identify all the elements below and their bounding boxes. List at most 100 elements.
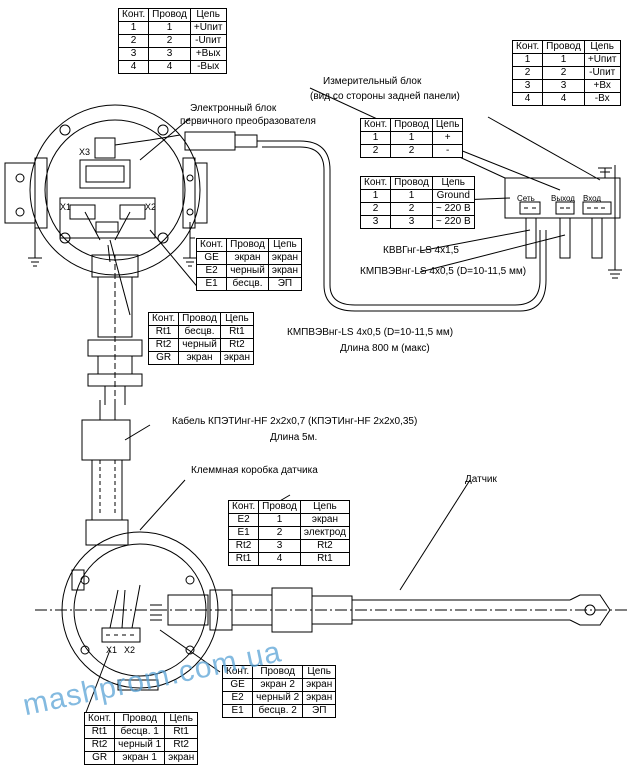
table-cell: 2 — [117, 34, 150, 48]
table-cell: -Uпит — [189, 34, 227, 48]
table-header-cell: Цепь — [583, 40, 621, 54]
table-cell: Rt2 — [227, 539, 260, 553]
x2-label-bottom: X2 — [124, 645, 136, 655]
table-header-cell: Цепь — [219, 312, 254, 326]
table-cell: бесцв. — [226, 277, 269, 291]
table-cell: Rt1 — [299, 552, 350, 566]
table-cell: 3 — [117, 47, 150, 61]
table-cell: 3 — [258, 539, 301, 553]
table-header-cell: Провод — [148, 8, 191, 22]
table-cell: бесцв. 2 — [252, 704, 304, 718]
table-cell: экран 1 — [114, 751, 166, 765]
table-cell: - — [431, 144, 464, 158]
table-cell: -Uпит — [583, 66, 621, 80]
table-cell: E1 — [195, 277, 228, 291]
table-header-cell: Цепь — [267, 238, 302, 252]
table-header-cell: Провод — [226, 238, 269, 252]
table-cell: 4 — [542, 92, 585, 106]
vyhod-label: Выход — [551, 194, 575, 203]
table-cell: ~ 220 В — [431, 202, 475, 216]
table-cell: бесцв. 1 — [114, 725, 166, 739]
table-header-cell: Конт. — [359, 118, 392, 132]
table-header-cell: Цепь — [164, 712, 199, 726]
table-cell: 4 — [258, 552, 301, 566]
table-header-cell: Конт. — [511, 40, 544, 54]
meas-block-title: Измерительный блок — [323, 76, 422, 87]
kmpvevng-short-label: КМПВЭВнг-LS 4х0,5 (D=10-11,5 мм) — [360, 266, 527, 277]
x1-label-bottom: X1 — [106, 645, 118, 655]
table-cell: 1 — [117, 21, 150, 35]
table-cell: экран — [267, 264, 302, 278]
electronic-block-label-1: Электронный блок — [190, 103, 277, 114]
table-cell: GR — [83, 751, 116, 765]
table-cell: 2 — [258, 526, 301, 540]
table-cell: экран — [178, 351, 221, 365]
table-cell: ЭП — [302, 704, 337, 718]
table-cell: +Вых — [189, 47, 227, 61]
vhod-label: Вход — [583, 194, 602, 203]
table-header-cell: Провод — [114, 712, 166, 726]
length-800-label: Длина 800 м (макс) — [340, 343, 430, 354]
table-cell: Rt1 — [227, 552, 260, 566]
electronic-block-label-2: первичного преобразователя — [180, 116, 316, 127]
table-cell: E2 — [221, 691, 254, 705]
table-header-cell: Конт. — [195, 238, 228, 252]
table-cell: E1 — [221, 704, 254, 718]
table-cell: экран 2 — [252, 678, 304, 692]
table-cell: 4 — [148, 60, 191, 74]
table-cell: 2 — [390, 144, 433, 158]
table-cell: E2 — [195, 264, 228, 278]
table-cell: Rt2 — [164, 738, 199, 752]
table-cell: 4 — [117, 60, 150, 74]
table-cell: экран — [226, 251, 269, 265]
table-header-cell: Цепь — [189, 8, 227, 22]
sensor-assembly — [35, 400, 630, 691]
electronic-block-housing — [4, 104, 547, 405]
table-header-cell: Провод — [258, 500, 301, 514]
table-cell: 3 — [390, 215, 433, 229]
measuring-block — [504, 165, 622, 279]
table-cell: черный 1 — [114, 738, 166, 752]
table-cell: 4 — [511, 92, 544, 106]
table-cell: 3 — [511, 79, 544, 93]
table-cell: Rt1 — [219, 325, 254, 339]
table-cell: E2 — [227, 513, 260, 527]
table-header-cell: Цепь — [299, 500, 350, 514]
table-header-cell: Провод — [390, 176, 433, 190]
table-cell: Rt2 — [83, 738, 116, 752]
table-cell: +Uпит — [189, 21, 227, 35]
kmpvevng-long-label: КМПВЭВнг-LS 4х0,5 (D=10-11,5 мм) — [287, 327, 454, 338]
length-5-label: Длина 5м. — [270, 432, 318, 443]
table-cell: GR — [147, 351, 180, 365]
table-cell: экран — [219, 351, 254, 365]
table-cell: + — [431, 131, 464, 145]
table-cell: 1 — [148, 21, 191, 35]
table-cell: GE — [195, 251, 228, 265]
table-cell: экран — [302, 678, 337, 692]
table-cell: экран — [302, 691, 337, 705]
table-cell: экран — [164, 751, 199, 765]
